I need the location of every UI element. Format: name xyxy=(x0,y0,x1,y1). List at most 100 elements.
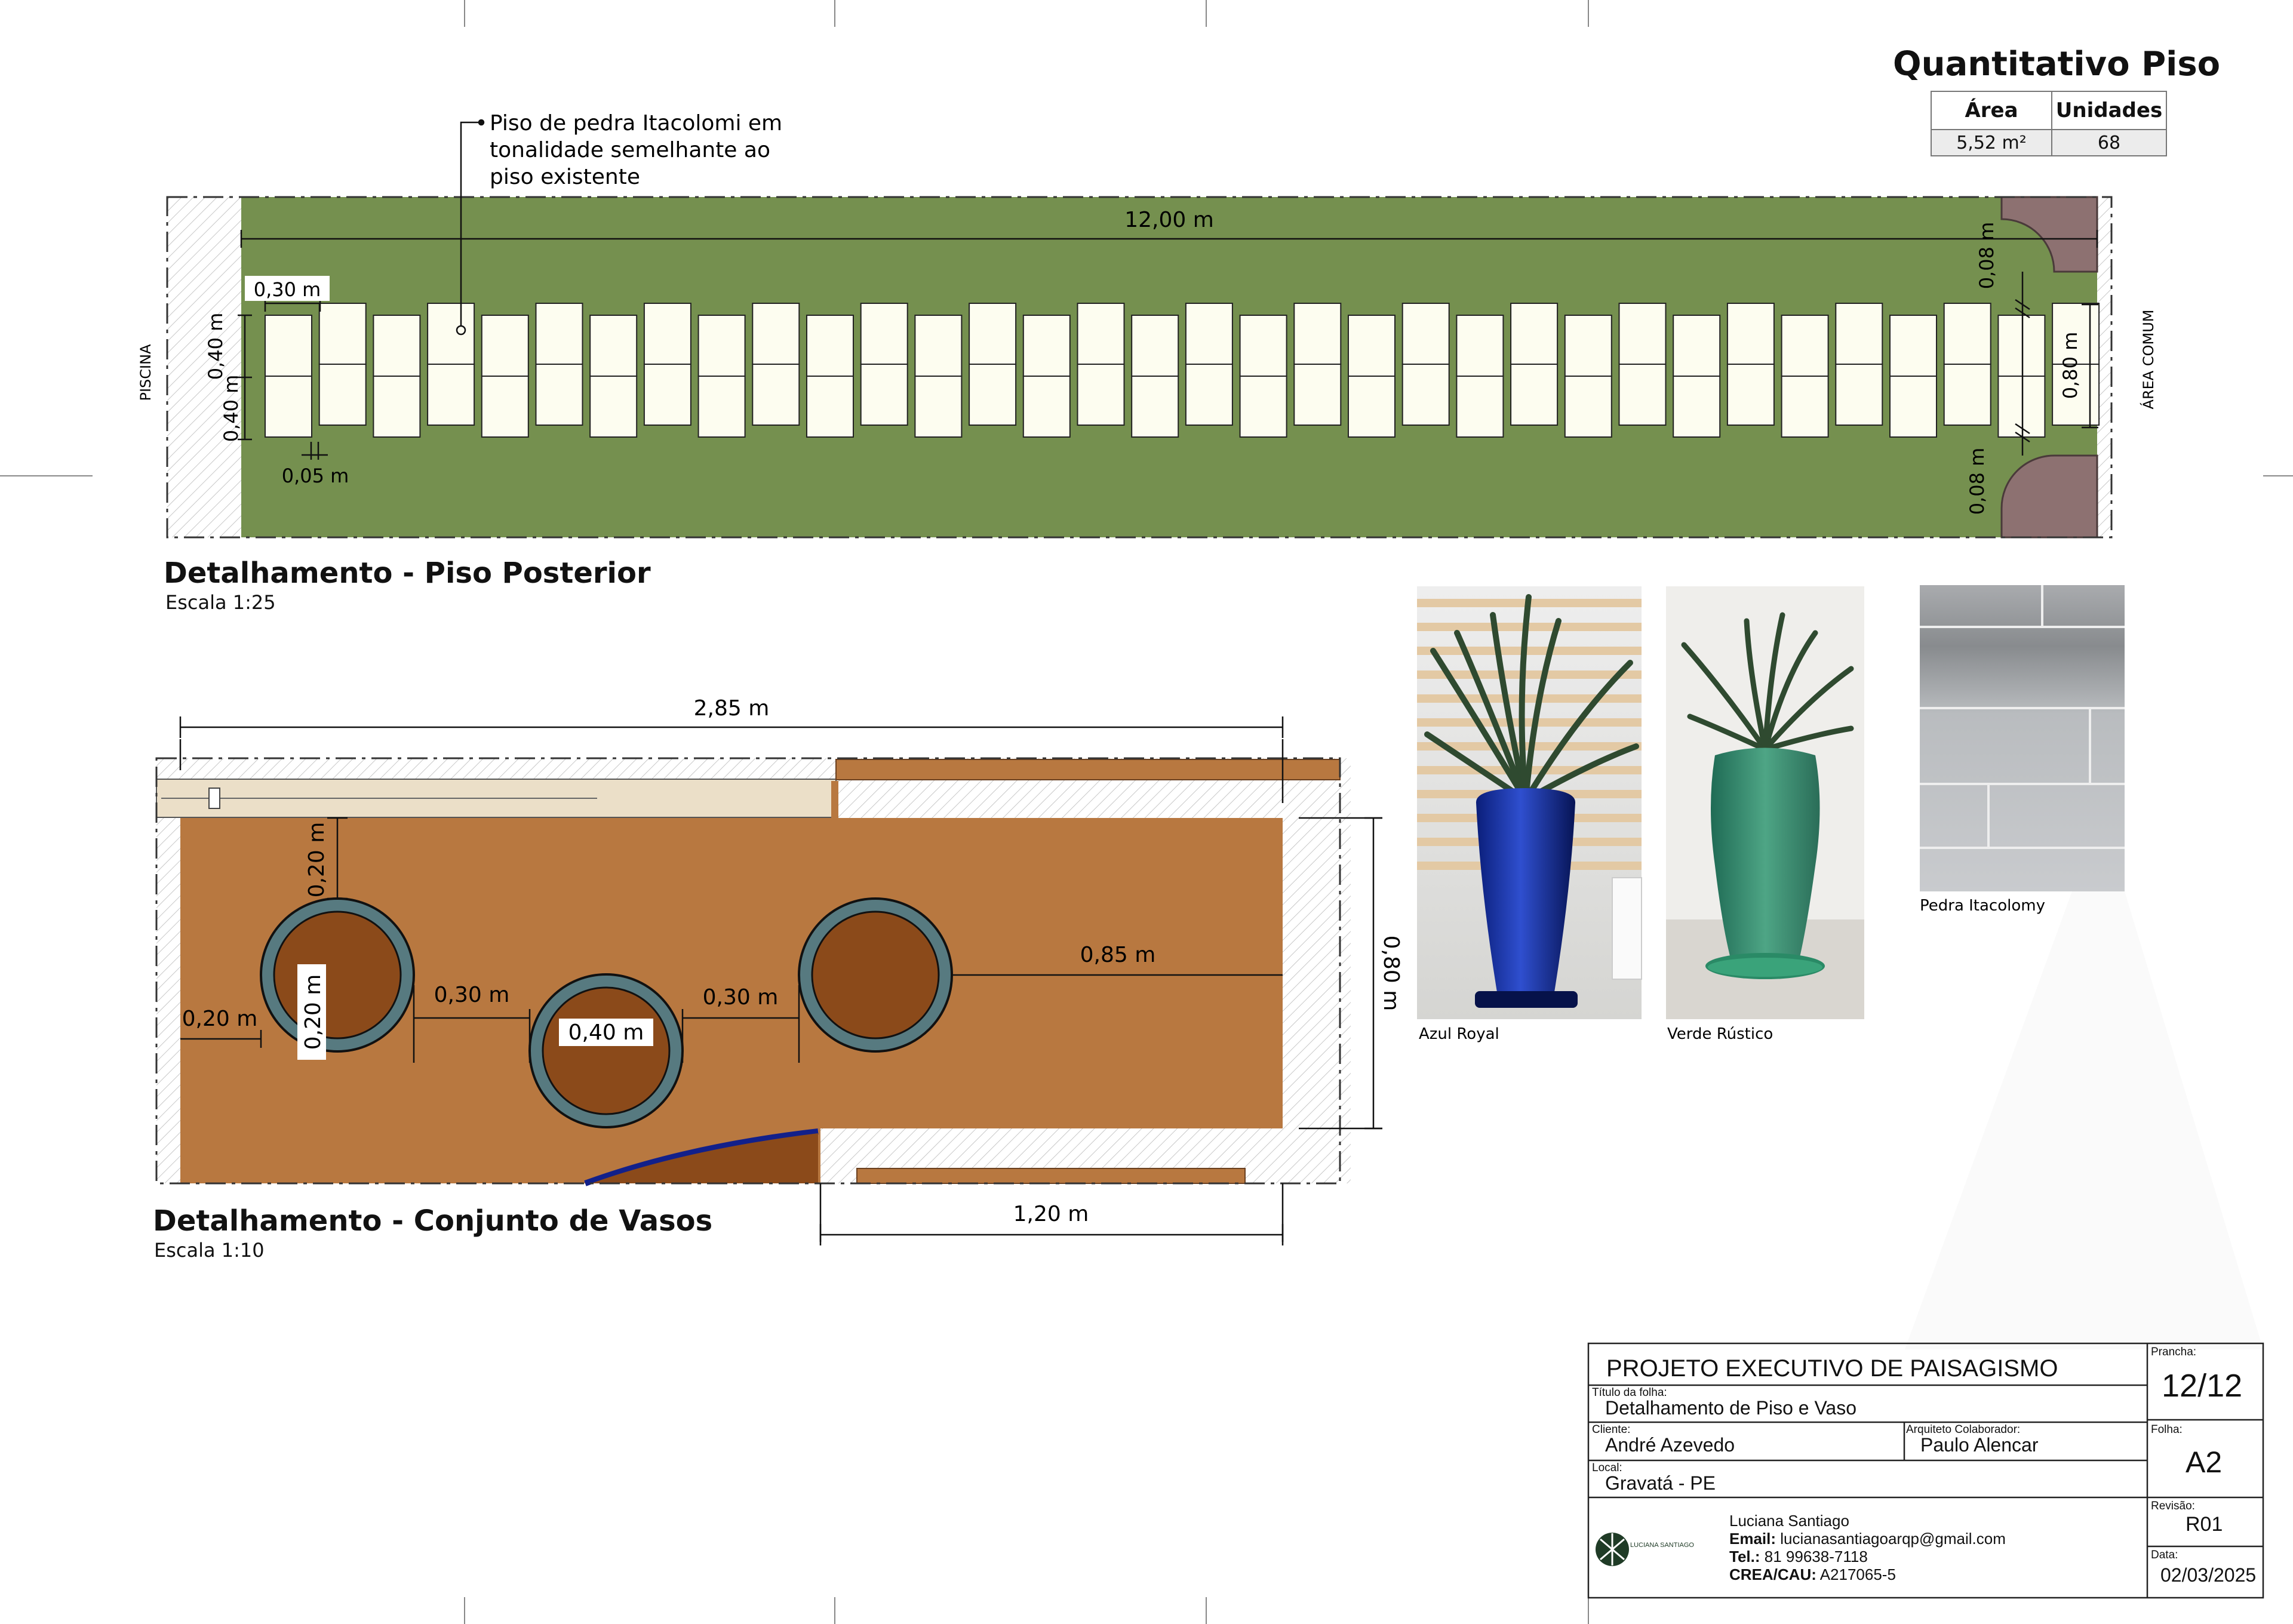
stone-tile xyxy=(1781,315,1829,377)
piso-posterior-title: Detalhamento - Piso Posterior xyxy=(164,556,651,590)
stone-tile xyxy=(1185,303,1233,365)
dim-008-bottom-label: 0,08 m xyxy=(1966,448,1988,515)
vasos-boundary xyxy=(155,757,1341,1185)
collab-label: Arquiteto Colaborador: xyxy=(1906,1423,2021,1436)
quantitativo-value-row: 5,52 m² 68 xyxy=(1931,129,2167,156)
caption-verde-rustico: Verde Rústico xyxy=(1667,1025,1773,1043)
stone-tile xyxy=(1997,376,2046,438)
architect-name: Luciana Santiago xyxy=(1729,1512,1849,1530)
dark-wedge xyxy=(591,1133,818,1183)
tel-label: Tel.: xyxy=(1729,1548,1760,1565)
stone-tile xyxy=(1239,315,1287,377)
annotation-leader xyxy=(456,119,485,336)
quantitativo-value-area: 5,52 m² xyxy=(1931,129,2052,156)
data-label: Data: xyxy=(2151,1549,2178,1561)
stone-tile xyxy=(914,376,963,438)
dim-285-label: 2,85 m xyxy=(694,696,770,721)
stone-tile xyxy=(1348,376,1396,438)
stone-tile xyxy=(1673,315,1721,377)
stone-tile xyxy=(860,364,908,426)
dim-005-gap xyxy=(302,442,328,460)
stone-tile xyxy=(1131,315,1179,377)
stone-tile xyxy=(1618,303,1667,365)
sheet-title: Detalhamento de Piso e Vaso xyxy=(1605,1397,1856,1419)
stone-tile xyxy=(860,303,908,365)
dim-040-top-label: 0,40 m xyxy=(204,313,227,380)
stone-tile xyxy=(318,303,367,365)
client-label: Cliente: xyxy=(1592,1423,1631,1436)
piso-posterior-scale: Escala 1:25 xyxy=(165,591,276,614)
label-piscina: PISCINA xyxy=(137,344,154,401)
dim-030-second-label: 0,30 m xyxy=(703,985,779,1010)
dim-030-bg xyxy=(245,276,330,301)
stone-tile xyxy=(1293,303,1342,365)
piso-boundary xyxy=(166,196,2113,539)
stone-tile xyxy=(752,303,800,365)
email-value: lucianasantiagoarqp@gmail.com xyxy=(1780,1530,2006,1548)
quantitativo-header-row: Área Unidades xyxy=(1931,91,2167,130)
title-block: PROJETO EXECUTIVO DE PAISAGISMO Título d… xyxy=(1588,1343,2263,1600)
tel-line: Tel.: 81 99638-7118 xyxy=(1729,1548,1868,1566)
stone-tile xyxy=(1564,315,1612,377)
tel-value: 81 99638-7118 xyxy=(1764,1548,1868,1565)
stone-tile xyxy=(1726,303,1775,365)
pot-1 xyxy=(260,897,415,1053)
dim-080-label: 0,80 m xyxy=(1379,936,1403,1011)
piso-posterior-drawing: 12,00 m 0,30 m 0,40 m 0,40 m 0,05 m Piso… xyxy=(137,111,2157,539)
piscina-hatch xyxy=(167,197,241,537)
titleblock-grid xyxy=(1587,1342,2264,1599)
crea-value: A217065-5 xyxy=(1819,1565,1896,1583)
stone-tile xyxy=(1348,315,1396,377)
dim-040-bottom-label: 0,40 m xyxy=(220,375,242,442)
stone-tile xyxy=(1564,376,1612,438)
stone-tile xyxy=(1456,315,1504,377)
prancha-label: Prancha: xyxy=(2151,1346,2197,1358)
stone-tile xyxy=(427,303,475,365)
dim-right-side xyxy=(2015,272,2098,456)
stone-tile xyxy=(427,364,475,426)
quantitativo-header-area: Área xyxy=(1931,91,2052,130)
post-block xyxy=(831,781,838,818)
stone-tile xyxy=(1401,364,1450,426)
stone-tile xyxy=(1673,376,1721,438)
dim-040-heights xyxy=(238,314,252,441)
client-name: André Azevedo xyxy=(1605,1434,1735,1456)
stone-tile xyxy=(1618,364,1667,426)
label-area-comum: ÁREA COMUM xyxy=(2140,310,2157,410)
stone-tile xyxy=(643,364,691,426)
annotation-line-1: Piso de pedra Itacolomi em xyxy=(490,111,782,136)
stone-tile xyxy=(1022,315,1071,377)
blue-edge-curve xyxy=(584,1128,819,1186)
quantitativo-value-unidades: 68 xyxy=(2051,129,2167,156)
stone-tile xyxy=(697,315,746,377)
vasos-scale: Escala 1:10 xyxy=(154,1239,265,1262)
local-value: Gravatá - PE xyxy=(1605,1472,1716,1494)
stone-tile xyxy=(481,315,529,377)
stone-tile xyxy=(1835,303,1883,365)
dim-005-label: 0,05 m xyxy=(282,465,349,487)
ref-azul-royal xyxy=(1417,586,1642,1019)
pot-3 xyxy=(798,897,953,1053)
quantitativo-title: Quantitativo Piso xyxy=(1893,45,2221,84)
stone-tile xyxy=(2052,364,2100,426)
stone-tile xyxy=(589,376,638,438)
stone-tile xyxy=(1131,376,1179,438)
stone-tile xyxy=(1077,303,1125,365)
pot-3-soil xyxy=(811,911,940,1039)
stone-tile xyxy=(1293,364,1342,426)
local-label: Local: xyxy=(1592,1462,1622,1474)
stone-tile xyxy=(1401,303,1450,365)
stone-tile xyxy=(1726,364,1775,426)
logo-text: LUCIANA SANTIAGO xyxy=(1630,1542,1694,1549)
revisao-label: Revisão: xyxy=(2151,1500,2195,1512)
stone-tile xyxy=(1889,315,1937,377)
dim-12m-label: 12,00 m xyxy=(1124,208,1214,232)
stone-tile xyxy=(1456,376,1504,438)
stone-tile xyxy=(265,315,312,377)
stone-tile xyxy=(1781,376,1829,438)
sheet-title-label: Título da folha: xyxy=(1592,1386,1667,1399)
stone-tile xyxy=(1943,303,1991,365)
dim-008-top-label: 0,08 m xyxy=(1975,222,1998,290)
annotation-line-3-text: piso existente xyxy=(490,165,640,189)
dim-040-label: 0,40 m xyxy=(568,1020,644,1045)
